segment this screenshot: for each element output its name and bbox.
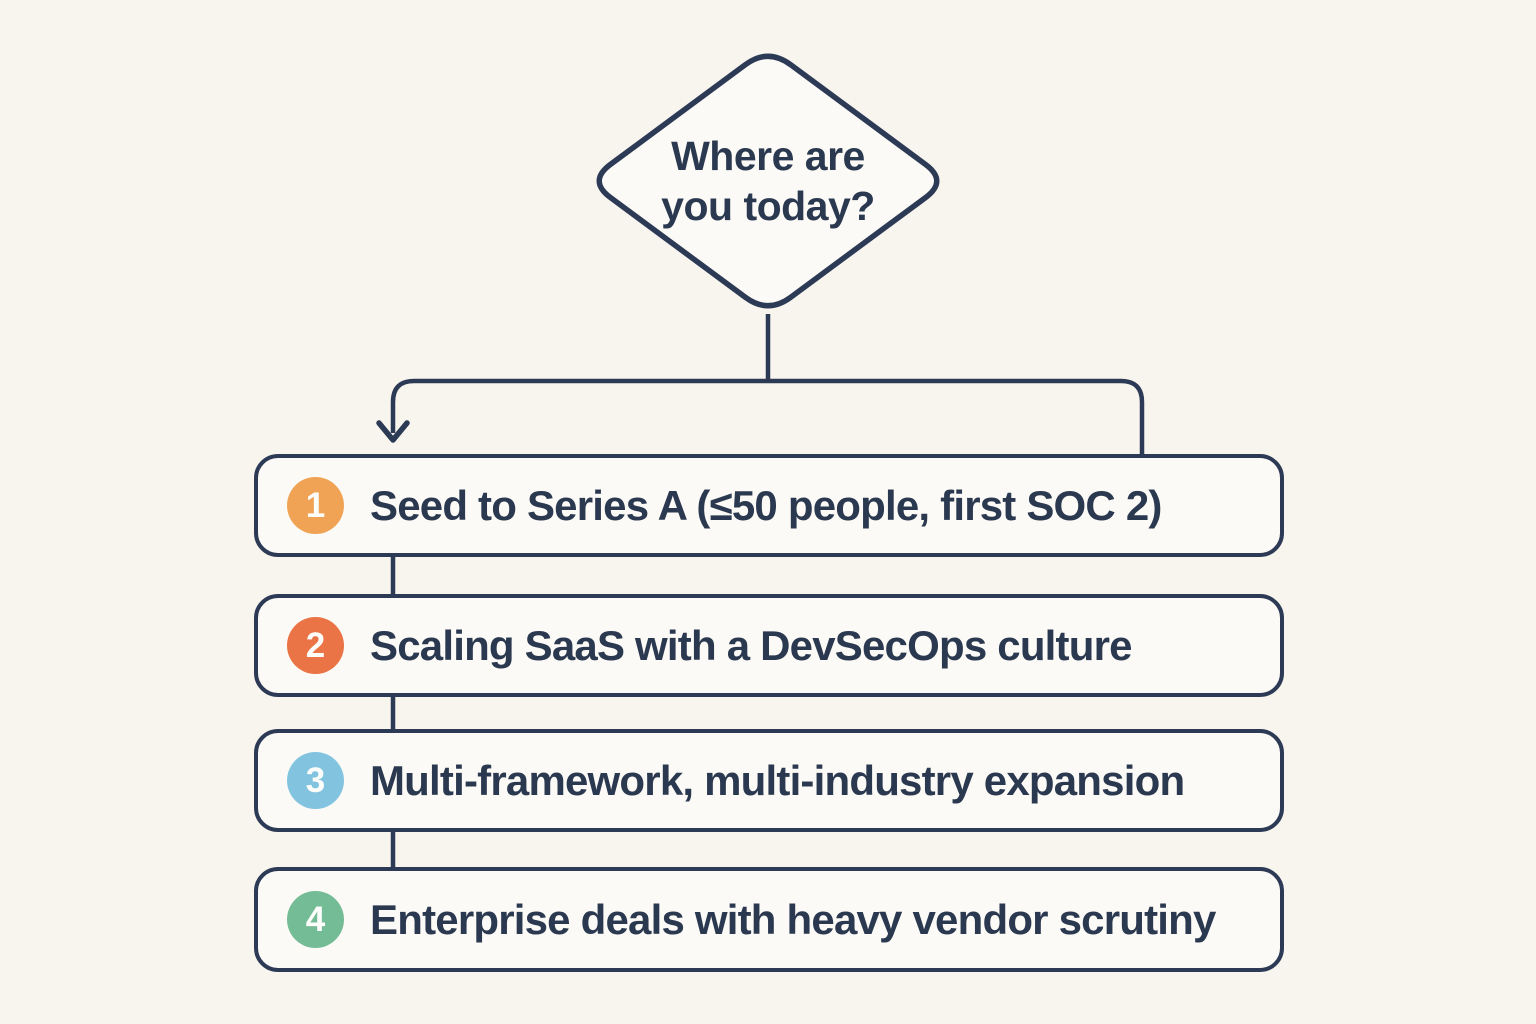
option-box-4: 4 Enterprise deals with heavy vendor scr… (254, 867, 1284, 972)
number-badge-3: 3 (287, 752, 344, 809)
option-box-2: 2 Scaling SaaS with a DevSecOps culture (254, 594, 1284, 697)
decision-diamond-shape (596, 53, 940, 309)
branch-line (390, 378, 1145, 456)
number-badge-2: 2 (287, 617, 344, 674)
number-badge-1: 1 (287, 477, 344, 534)
option-label-4: Enterprise deals with heavy vendor scrut… (370, 895, 1216, 943)
option-label-1: Seed to Series A (≤50 people, first SOC … (370, 481, 1162, 529)
option-box-3: 3 Multi-framework, multi-industry expans… (254, 729, 1284, 832)
option-label-3: Multi-framework, multi-industry expansio… (370, 756, 1185, 804)
decision-diamond-label: Where are you today? (588, 48, 948, 314)
decision-label-line2: you today? (661, 183, 875, 229)
arrowhead-icon (376, 420, 410, 443)
decision-label-line1: Where are (671, 132, 865, 179)
option-box-1: 1 Seed to Series A (≤50 people, first SO… (254, 454, 1284, 557)
number-badge-4: 4 (287, 891, 344, 948)
option-label-2: Scaling SaaS with a DevSecOps culture (370, 621, 1133, 669)
